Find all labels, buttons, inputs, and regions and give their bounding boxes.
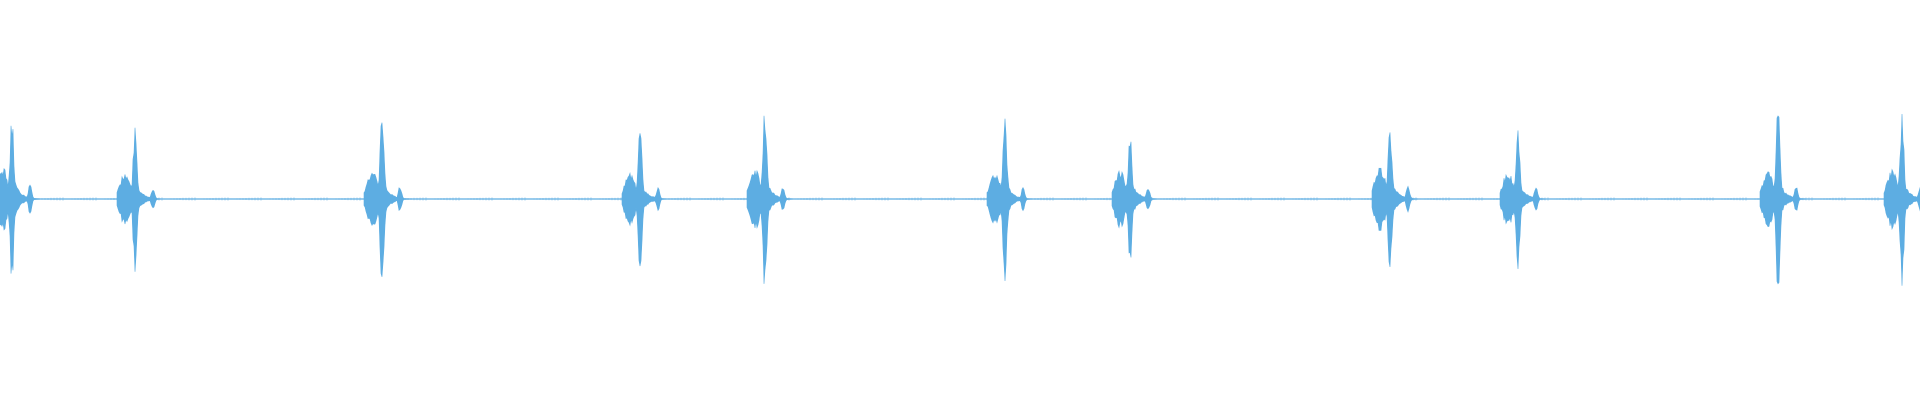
waveform-burst: [1371, 132, 1428, 268]
waveform-burst: [1759, 115, 1817, 285]
waveform-burst: [1883, 113, 1920, 286]
waveform-burst: [1499, 130, 1556, 270]
waveform-burst: [116, 127, 173, 272]
waveform-burst: [746, 115, 803, 284]
waveform-burst: [621, 133, 678, 267]
waveform-bursts: [0, 113, 1920, 286]
waveform-burst: [0, 125, 51, 274]
waveform-burst: [986, 118, 1043, 282]
waveform-burst: [363, 122, 420, 277]
waveform-burst: [1111, 141, 1168, 258]
